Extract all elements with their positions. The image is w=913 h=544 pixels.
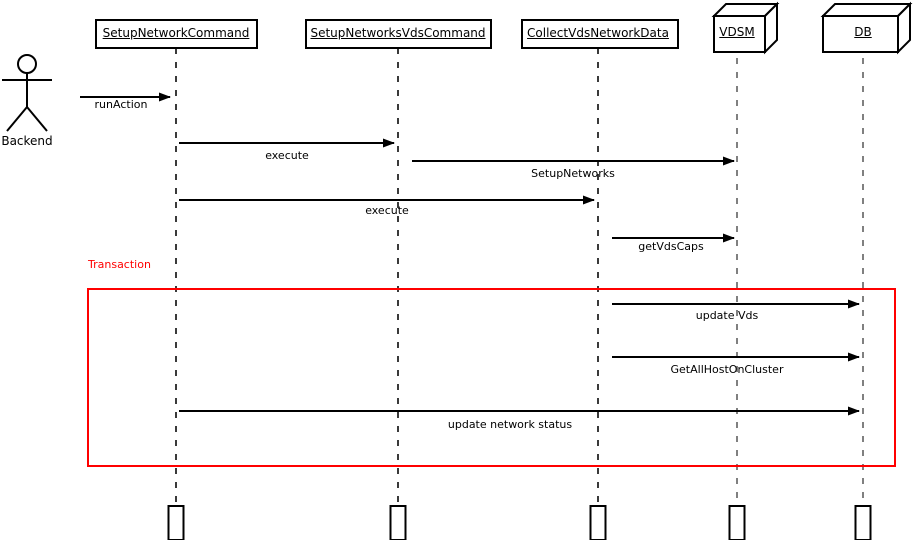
lifelines-group bbox=[175, 16, 864, 540]
message-label-m1: runAction bbox=[94, 98, 148, 111]
message-label-m8: update network status bbox=[447, 418, 573, 431]
frame-label-transaction: Transaction bbox=[88, 258, 151, 271]
frame-transaction[interactable] bbox=[87, 288, 896, 467]
activation-bar-db[interactable] bbox=[854, 505, 872, 541]
actor-leg-right-icon bbox=[26, 106, 48, 132]
participant-label-db: DB bbox=[854, 25, 872, 39]
actor-leg-left-icon bbox=[6, 106, 28, 132]
participant-label-collect_vds_network_data: CollectVdsNetworkData bbox=[527, 26, 669, 40]
message-label-m6: update Vds bbox=[695, 309, 759, 322]
node-top-face-db bbox=[820, 3, 913, 17]
message-label-m5: getVdsCaps bbox=[638, 240, 704, 253]
actor-head-icon bbox=[17, 54, 37, 74]
message-label-m7: GetAllHostOnCluster bbox=[670, 363, 784, 376]
participant-node-vdsm[interactable] bbox=[713, 15, 766, 53]
participant-label-vdsm: VDSM bbox=[719, 25, 755, 39]
message-label-m2: execute bbox=[265, 149, 309, 162]
participant-box-collect_vds_network_data[interactable] bbox=[521, 19, 679, 49]
actor-group bbox=[2, 54, 52, 132]
participants-group bbox=[95, 1, 913, 55]
participant-box-setup_network_command[interactable] bbox=[95, 19, 258, 49]
activations-group bbox=[167, 505, 872, 541]
participant-node-db[interactable] bbox=[822, 15, 899, 53]
frames-group bbox=[87, 288, 896, 467]
message-label-m3: SetupNetworks bbox=[531, 167, 615, 180]
participant-label-setup_network_command: SetupNetworkCommand bbox=[102, 26, 250, 40]
participant-label-setup_networks_vds_command: SetupNetworksVdsCommand bbox=[310, 26, 486, 40]
activation-bar-collect_vds_network_data[interactable] bbox=[589, 505, 607, 541]
activation-bar-setup_networks_vds_command[interactable] bbox=[389, 505, 407, 541]
actor-label: Backend bbox=[1, 134, 53, 148]
activation-bar-vdsm[interactable] bbox=[728, 505, 746, 541]
participant-box-setup_networks_vds_command[interactable] bbox=[305, 19, 492, 49]
messages-group bbox=[80, 92, 860, 416]
activation-bar-setup_network_command[interactable] bbox=[167, 505, 185, 541]
message-label-m4: execute bbox=[365, 204, 409, 217]
